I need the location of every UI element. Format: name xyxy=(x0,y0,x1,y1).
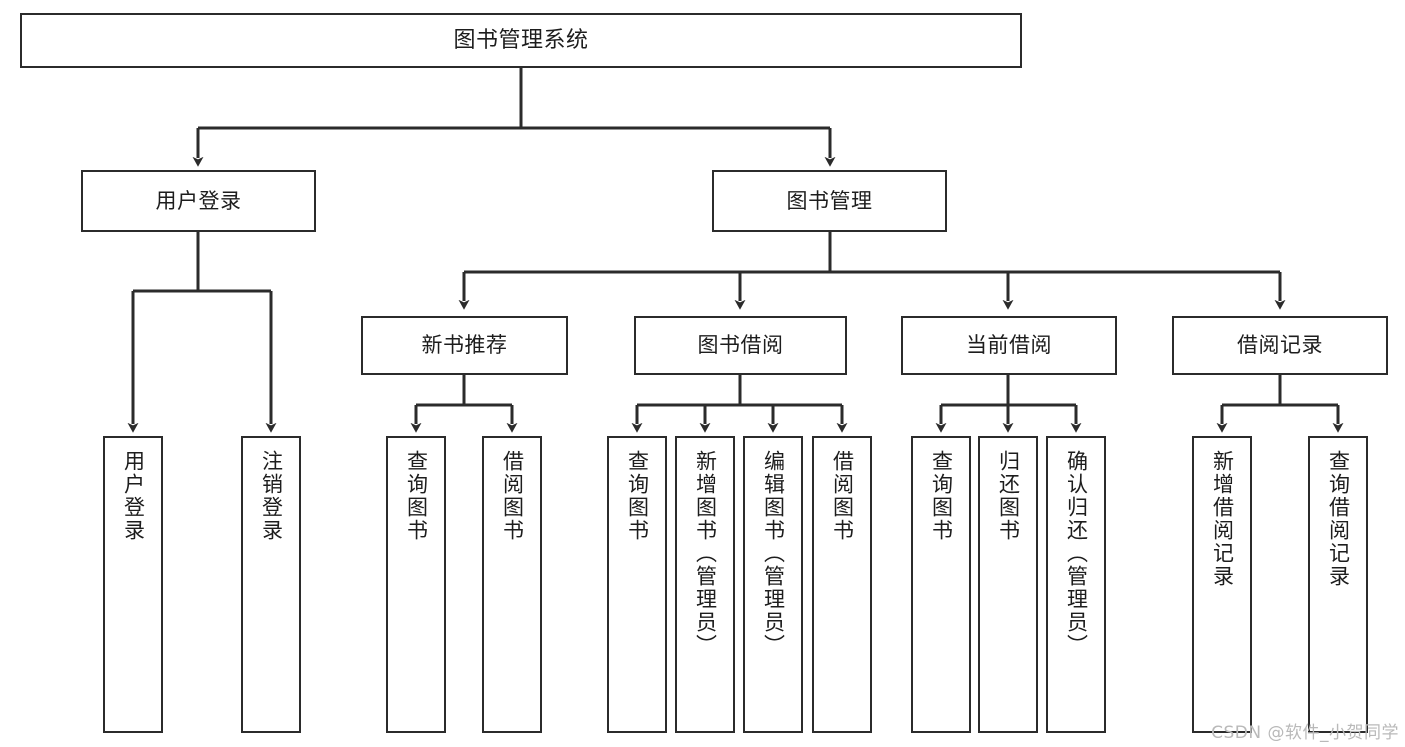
leaf-add-book-label: 新增图书（管理员） xyxy=(693,450,718,657)
csdn-watermark: CSDN @软件_小贺同学 xyxy=(1211,723,1399,743)
node-current-borrow[interactable]: 当前借阅 xyxy=(901,316,1117,375)
leaf-query-book-1[interactable]: 查询图书 xyxy=(386,436,446,733)
node-user-login[interactable]: 用户登录 xyxy=(81,170,316,232)
node-new-book-recommend-label: 新书推荐 xyxy=(421,333,508,358)
leaf-query-record-label: 查询借阅记录 xyxy=(1326,450,1351,588)
leaf-query-book-2[interactable]: 查询图书 xyxy=(607,436,667,733)
leaf-query-book-3[interactable]: 查询图书 xyxy=(911,436,971,733)
leaf-add-book[interactable]: 新增图书（管理员） xyxy=(675,436,735,733)
leaf-query-book-1-label: 查询图书 xyxy=(404,450,429,542)
leaf-confirm-return[interactable]: 确认归还（管理员） xyxy=(1046,436,1106,733)
node-book-borrow-label: 图书借阅 xyxy=(697,333,784,358)
node-book-manage-label: 图书管理 xyxy=(786,188,873,213)
node-book-borrow[interactable]: 图书借阅 xyxy=(634,316,847,375)
leaf-borrow-book-1[interactable]: 借阅图书 xyxy=(482,436,542,733)
leaf-user-login-label: 用户登录 xyxy=(121,450,146,542)
node-book-manage[interactable]: 图书管理 xyxy=(712,170,947,232)
leaf-return-book[interactable]: 归还图书 xyxy=(978,436,1038,733)
leaf-edit-book-label: 编辑图书（管理员） xyxy=(761,450,786,657)
node-new-book-recommend[interactable]: 新书推荐 xyxy=(361,316,568,375)
node-borrow-record-label: 借阅记录 xyxy=(1237,333,1323,358)
leaf-return-book-label: 归还图书 xyxy=(996,450,1021,542)
leaf-user-login[interactable]: 用户登录 xyxy=(103,436,163,733)
leaf-borrow-book-1-label: 借阅图书 xyxy=(500,450,525,542)
leaf-query-book-2-label: 查询图书 xyxy=(625,450,650,542)
leaf-add-record[interactable]: 新增借阅记录 xyxy=(1192,436,1252,733)
leaf-query-book-3-label: 查询图书 xyxy=(929,450,954,542)
leaf-logout-label: 注销登录 xyxy=(259,450,284,542)
node-current-borrow-label: 当前借阅 xyxy=(966,333,1052,358)
node-root-label: 图书管理系统 xyxy=(453,27,589,53)
node-borrow-record[interactable]: 借阅记录 xyxy=(1172,316,1388,375)
leaf-logout[interactable]: 注销登录 xyxy=(241,436,301,733)
leaf-query-record[interactable]: 查询借阅记录 xyxy=(1308,436,1368,733)
leaf-borrow-book-2-label: 借阅图书 xyxy=(830,450,855,542)
leaf-borrow-book-2[interactable]: 借阅图书 xyxy=(812,436,872,733)
leaf-add-record-label: 新增借阅记录 xyxy=(1210,450,1235,588)
node-root[interactable]: 图书管理系统 xyxy=(20,13,1022,68)
node-user-login-label: 用户登录 xyxy=(155,188,242,213)
leaf-confirm-return-label: 确认归还（管理员） xyxy=(1064,450,1089,657)
leaf-edit-book[interactable]: 编辑图书（管理员） xyxy=(743,436,803,733)
